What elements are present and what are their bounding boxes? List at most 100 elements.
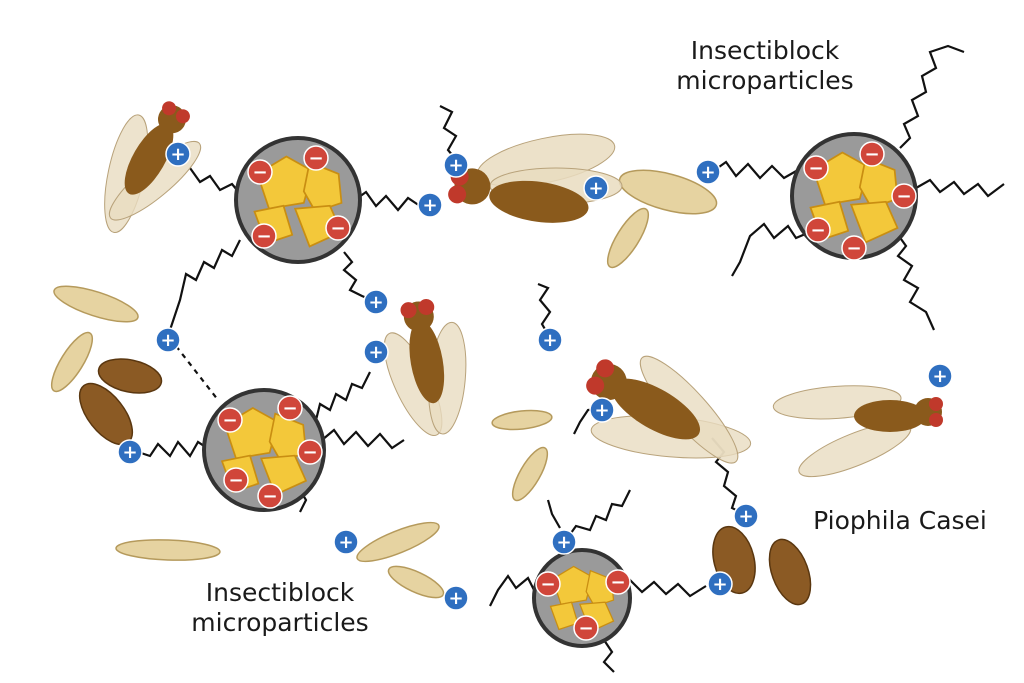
svg-text:−: −: [252, 162, 267, 183]
larva: [511, 446, 549, 502]
positive-charge: +: [537, 327, 563, 353]
positive-charge: +: [333, 529, 359, 555]
chain: [565, 489, 631, 541]
chain: [189, 167, 243, 197]
positive-charge: +: [695, 159, 721, 185]
chain: [137, 440, 211, 458]
svg-text:+: +: [122, 442, 137, 463]
svg-text:+: +: [542, 330, 557, 351]
negative-charge: −: [841, 235, 867, 261]
positive-charge: +: [417, 192, 443, 218]
fly: [586, 355, 752, 464]
larva: [606, 207, 650, 269]
positive-charge: +: [155, 327, 181, 353]
svg-text:−: −: [262, 486, 277, 507]
svg-text:+: +: [368, 342, 383, 363]
svg-text:+: +: [594, 400, 609, 421]
chain: [895, 231, 936, 331]
fly: [383, 299, 467, 436]
chain: [439, 105, 459, 163]
svg-text:+: +: [932, 366, 947, 387]
label-line-1: Insectiblock: [205, 578, 355, 607]
svg-text:+: +: [448, 155, 463, 176]
larva: [53, 285, 139, 323]
chain: [321, 428, 405, 450]
svg-text:−: −: [808, 158, 823, 179]
positive-charge: +: [707, 571, 733, 597]
chain: [314, 371, 371, 421]
svg-text:+: +: [712, 574, 727, 595]
svg-text:−: −: [302, 442, 317, 463]
svg-text:+: +: [700, 162, 715, 183]
label-microparticles-top: Insectiblock microparticles: [640, 36, 890, 96]
svg-text:+: +: [448, 588, 463, 609]
larva: [387, 565, 445, 599]
chain: [168, 239, 241, 331]
chain: [354, 190, 421, 212]
fly: [104, 101, 202, 234]
svg-text:−: −: [846, 238, 861, 259]
chain: [915, 178, 1005, 198]
positive-charge: +: [443, 585, 469, 611]
svg-text:+: +: [338, 532, 353, 553]
negative-charges: −−−−−−−−−−−−−−−−−: [217, 141, 917, 641]
larva: [115, 539, 221, 561]
negative-charge: −: [573, 615, 599, 641]
chain: [537, 282, 552, 339]
negative-charge: −: [605, 569, 631, 595]
svg-text:−: −: [282, 398, 297, 419]
negative-charge: −: [325, 215, 351, 241]
positive-charge: +: [927, 363, 953, 389]
chain: [342, 251, 373, 302]
svg-text:+: +: [170, 144, 185, 165]
negative-charge: −: [247, 159, 273, 185]
svg-text:−: −: [540, 574, 555, 595]
flies: [104, 101, 943, 478]
fly: [772, 385, 943, 478]
negative-charge: −: [859, 141, 885, 167]
positive-charge: +: [165, 141, 191, 167]
negative-charge: −: [803, 155, 829, 181]
svg-text:+: +: [160, 330, 175, 351]
positive-charge: +: [733, 503, 759, 529]
svg-text:−: −: [578, 618, 593, 639]
label-line-2: microparticles: [676, 66, 854, 95]
svg-text:+: +: [556, 532, 571, 553]
svg-text:+: +: [588, 178, 603, 199]
positive-charge: +: [363, 289, 389, 315]
microparticle-4: [532, 548, 632, 648]
negative-charge: −: [891, 183, 917, 209]
svg-text:−: −: [610, 572, 625, 593]
svg-text:−: −: [228, 470, 243, 491]
larva: [50, 331, 94, 393]
negative-charge: −: [257, 483, 283, 509]
pupae: [78, 358, 812, 606]
svg-text:+: +: [422, 195, 437, 216]
svg-text:−: −: [864, 144, 879, 165]
negative-charge: −: [303, 145, 329, 171]
label-microparticles-bottom: Insectiblock microparticles: [170, 578, 390, 638]
svg-text:−: −: [330, 218, 345, 239]
svg-text:−: −: [222, 410, 237, 431]
larva: [356, 521, 440, 563]
label-line-1: Insectiblock: [690, 36, 840, 65]
negative-charge: −: [535, 571, 561, 597]
molecular-chains: [137, 44, 1005, 673]
chain: [731, 222, 811, 277]
species-name: Piophila Casei: [813, 506, 987, 535]
negative-charge: −: [805, 217, 831, 243]
pupa: [768, 538, 812, 606]
svg-text:+: +: [738, 506, 753, 527]
positive-charges: + + + + + + + + + + + + + + + + +: [117, 141, 953, 611]
chain: [602, 639, 615, 673]
pupa: [97, 358, 163, 394]
svg-text:−: −: [810, 220, 825, 241]
svg-text:−: −: [896, 186, 911, 207]
svg-text:−: −: [308, 148, 323, 169]
positive-charge: +: [117, 439, 143, 465]
larvae: [50, 169, 718, 599]
negative-charge: −: [217, 407, 243, 433]
chain: [617, 578, 707, 598]
positive-charge: +: [583, 175, 609, 201]
